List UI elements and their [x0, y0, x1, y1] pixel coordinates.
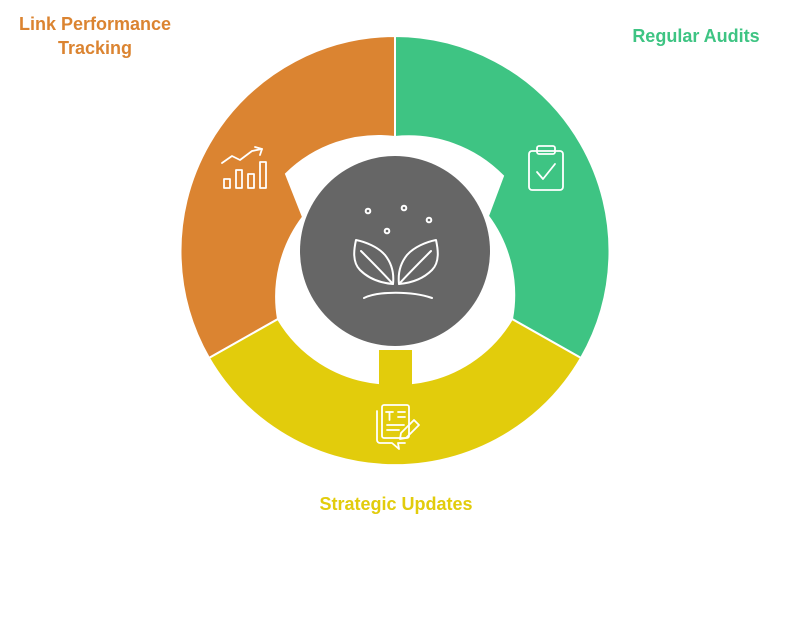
sprouting-plant-icon — [353, 204, 439, 299]
segment-updates — [207, 317, 583, 467]
segment-title-tracking: Link Performance Tracking — [18, 14, 172, 58]
segment-title-audits: Regular Audits — [632, 26, 760, 46]
segment-title-updates: Strategic Updates — [319, 494, 473, 514]
segment-audits — [394, 34, 611, 360]
segment-tracking — [179, 34, 396, 360]
center-hub — [300, 156, 490, 346]
document-edit-icon — [376, 404, 420, 450]
clipboard-check-icon — [528, 145, 564, 191]
trending-bar-chart-icon — [221, 146, 267, 189]
